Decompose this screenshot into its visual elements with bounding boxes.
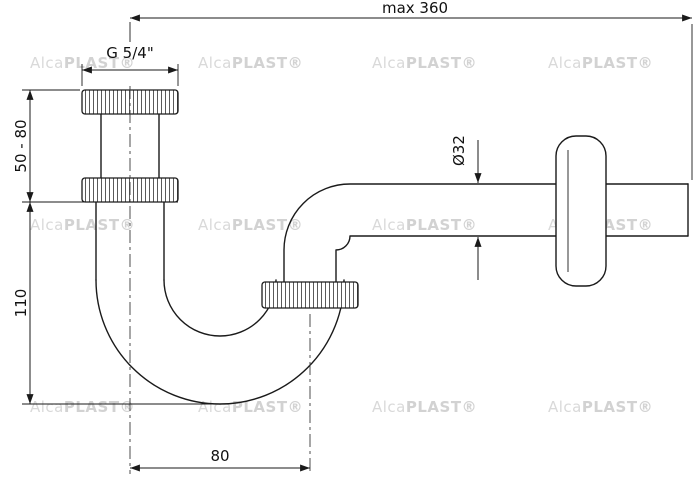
dim-label-offset: 80	[210, 447, 229, 465]
dim-label-max-360: max 360	[382, 0, 448, 17]
watermark-light: Alca	[548, 398, 582, 416]
watermark-text: AlcaPLAST®	[548, 398, 653, 416]
watermark-light: Alca	[30, 398, 64, 416]
outlet-pipe-top	[283, 183, 689, 283]
watermark-bold: PLAST®	[232, 216, 303, 234]
dim-label-thread: G 5/4"	[106, 44, 153, 62]
watermark-bold: PLAST®	[582, 398, 653, 416]
watermark-light: Alca	[198, 216, 232, 234]
u-bend-outer	[95, 279, 345, 405]
outlet-pipe-bottom	[335, 235, 689, 283]
watermark-bold: PLAST®	[406, 398, 477, 416]
watermark-text: AlcaPLAST®	[372, 216, 477, 234]
outlet-union-nut	[261, 281, 359, 309]
inlet-tube	[100, 113, 160, 179]
watermark-bold: PLAST®	[232, 54, 303, 72]
trap-body-group	[81, 89, 689, 405]
watermark-bold: PLAST®	[406, 216, 477, 234]
watermark-bold: PLAST®	[64, 216, 135, 234]
watermark-bold: PLAST®	[582, 54, 653, 72]
watermark-text: AlcaPLAST®	[372, 398, 477, 416]
centerline-group	[129, 86, 311, 474]
watermark-light: Alca	[30, 216, 64, 234]
watermark-layer: AlcaPLAST® AlcaPLAST® AlcaPLAST® AlcaPLA…	[30, 54, 653, 416]
watermark-text: AlcaPLAST®	[30, 216, 135, 234]
wall-flange	[555, 135, 607, 287]
dim-label-inlet-height: 50 - 80	[12, 119, 30, 172]
watermark-text: AlcaPLAST®	[372, 54, 477, 72]
u-bend-inner	[163, 279, 277, 337]
dim-label-diameter: Ø32	[450, 135, 468, 166]
watermark-light: Alca	[548, 54, 582, 72]
watermark-bold: PLAST®	[64, 398, 135, 416]
watermark-text: AlcaPLAST®	[198, 398, 303, 416]
watermark-light: Alca	[198, 54, 232, 72]
watermark-text: AlcaPLAST®	[198, 54, 303, 72]
watermark-light: Alca	[198, 398, 232, 416]
watermark-light: Alca	[30, 54, 64, 72]
dimension-group: max 360 G 5/4" 50 - 80 110 Ø32 80	[12, 0, 693, 472]
watermark-light: Alca	[372, 216, 406, 234]
watermark-bold: PLAST®	[232, 398, 303, 416]
watermark-light: Alca	[372, 54, 406, 72]
trap-cup	[95, 201, 165, 281]
watermark-text: AlcaPLAST®	[548, 54, 653, 72]
watermark-bold: PLAST®	[406, 54, 477, 72]
watermark-light: Alca	[372, 398, 406, 416]
watermark-text: AlcaPLAST®	[198, 216, 303, 234]
dim-label-trap-height: 110	[12, 289, 30, 318]
watermark-text: AlcaPLAST®	[30, 398, 135, 416]
